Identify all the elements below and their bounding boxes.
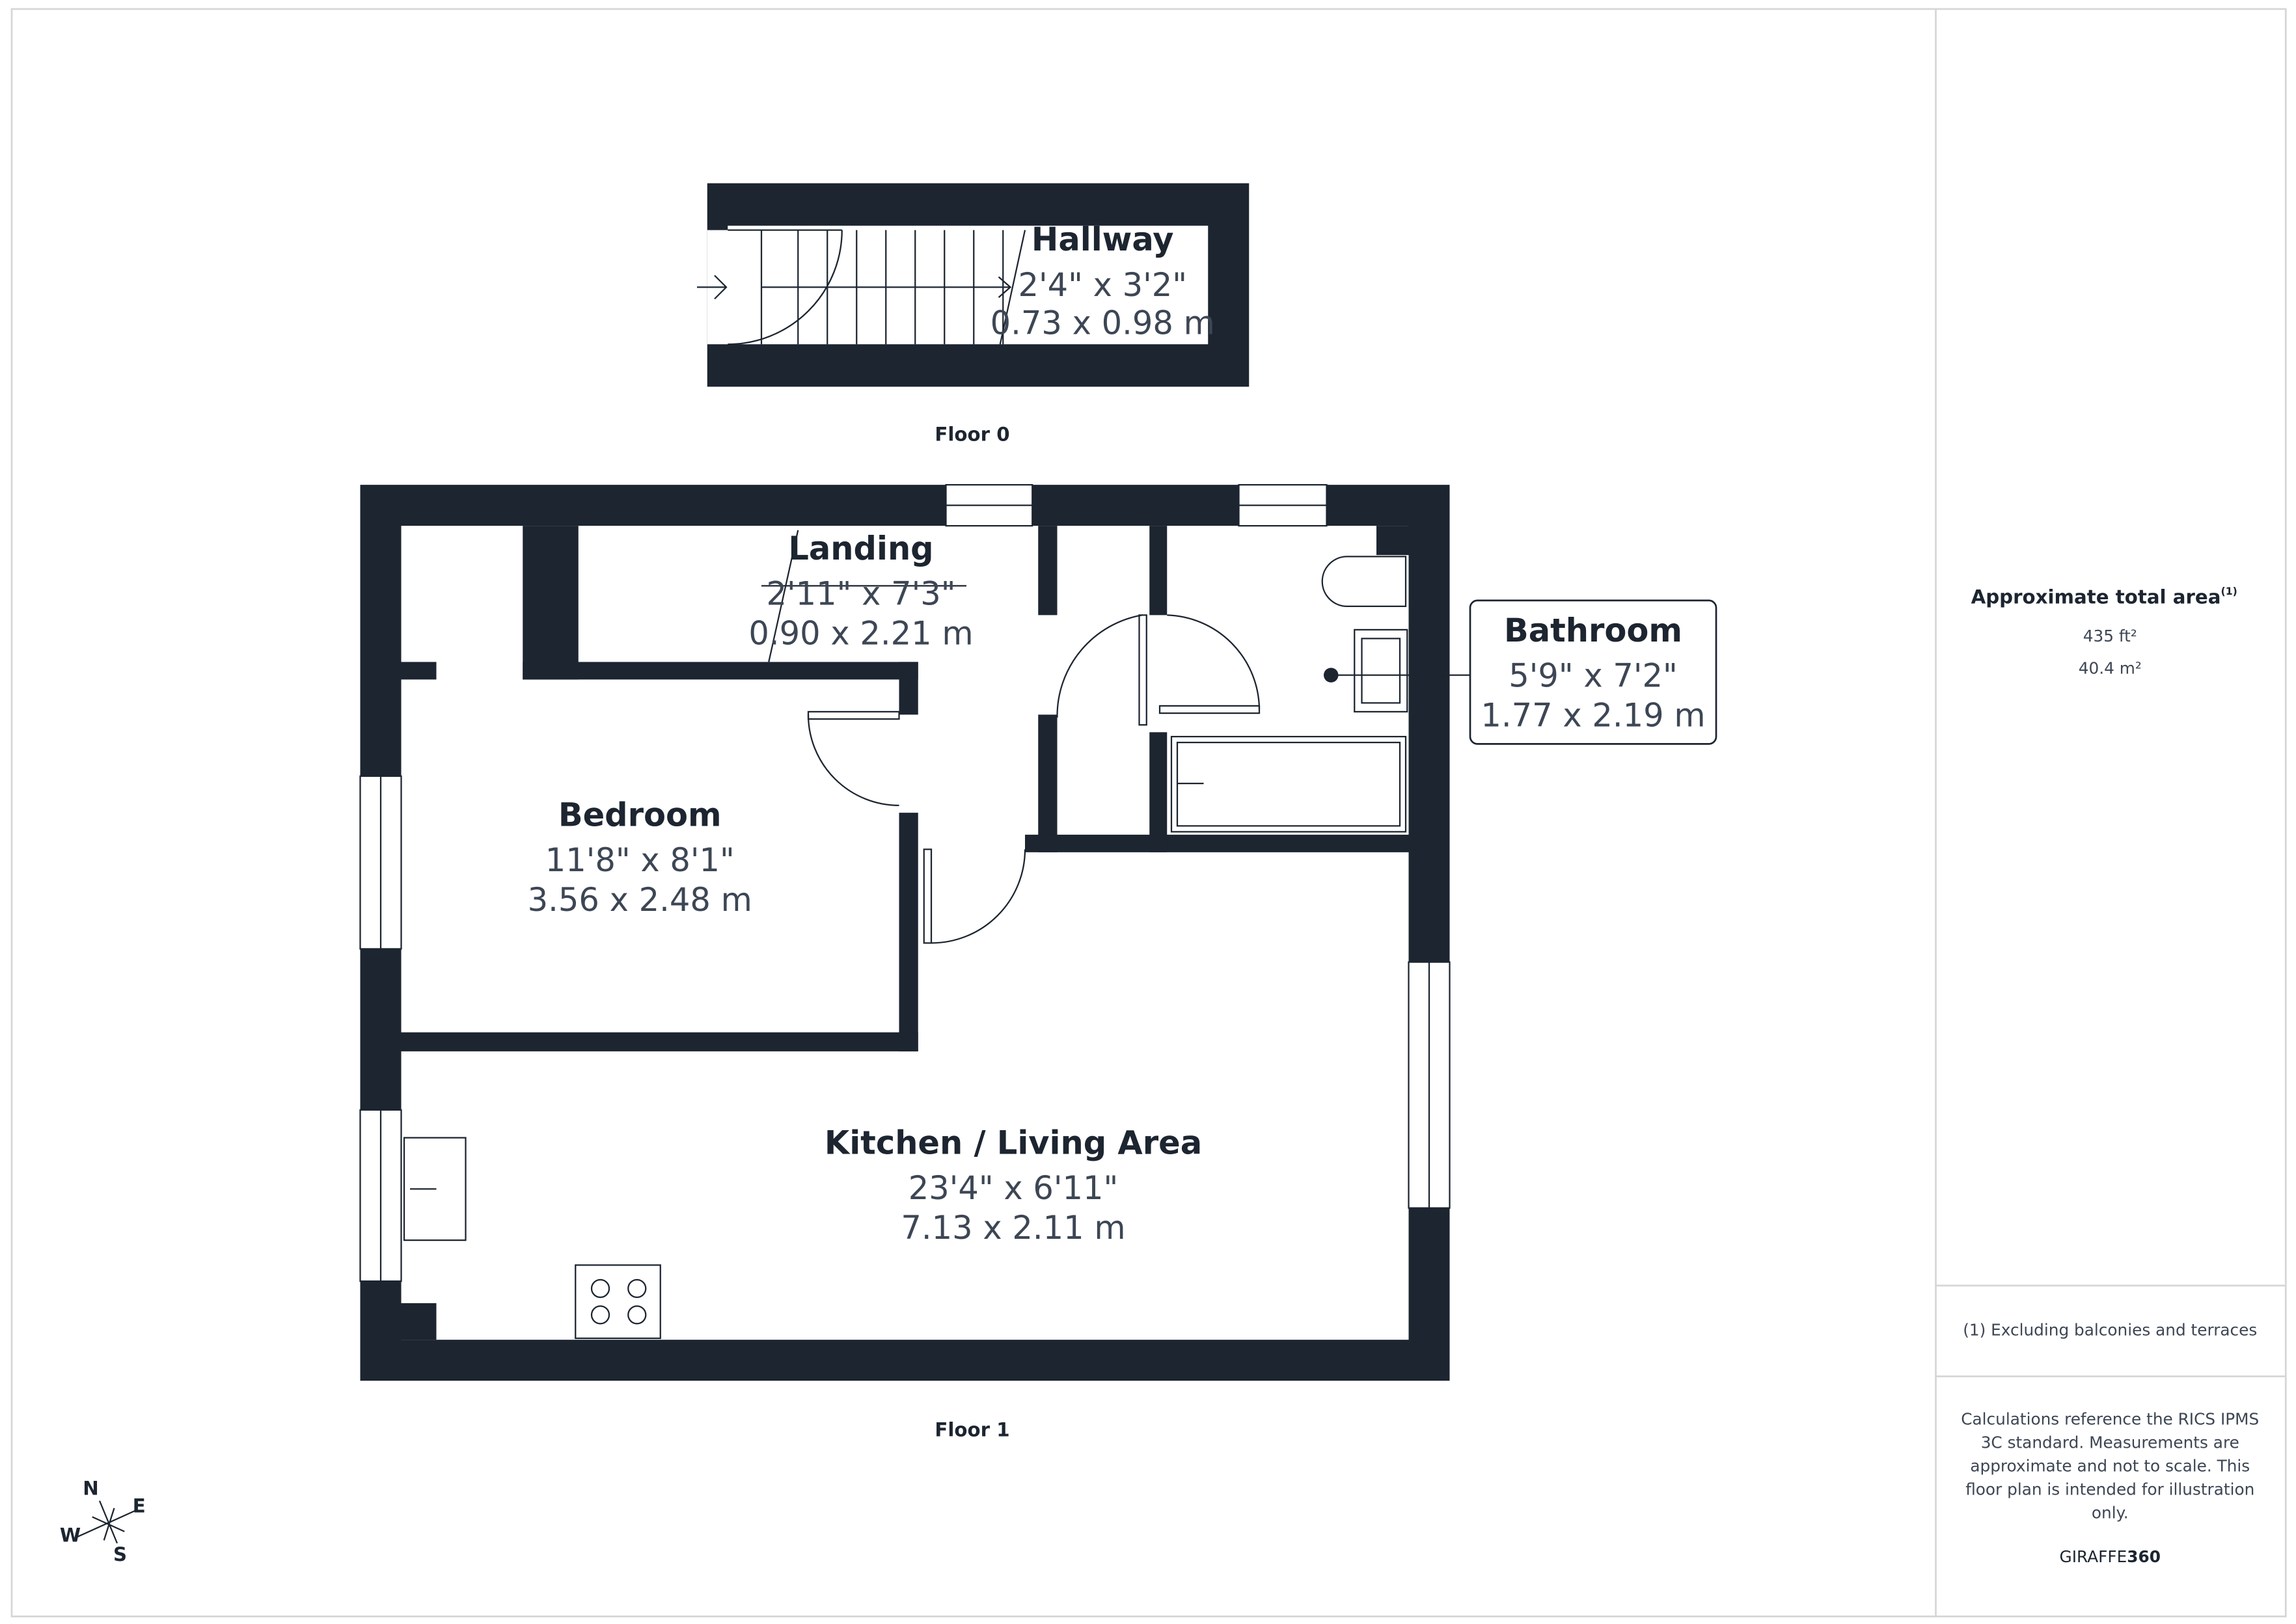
windows bbox=[359, 483, 1451, 1282]
compass-w: W bbox=[60, 1524, 81, 1547]
hob bbox=[575, 1264, 661, 1339]
floor-0: Hallway 2'4" x 3'2" 0.73 x 0.98 m Floor … bbox=[697, 183, 1250, 446]
fixtures bbox=[403, 556, 1408, 1339]
disclaimer-line: Calculations reference the RICS IPMS bbox=[1961, 1410, 2259, 1429]
room-dims-metric: 7.13 x 2.11 m bbox=[901, 1209, 1125, 1247]
disclaimer-line: 3C standard. Measurements are bbox=[1981, 1433, 2239, 1452]
room-dims-imperial: 2'4" x 3'2" bbox=[1018, 266, 1187, 304]
area-m: 40.4 m² bbox=[2079, 658, 2142, 677]
room-name: Kitchen / Living Area bbox=[825, 1124, 1202, 1161]
disclaimer-line: floor plan is intended for illustration bbox=[1965, 1480, 2254, 1499]
room-name: Hallway bbox=[1032, 221, 1174, 258]
floor-1: Landing 2'11" x 7'3" 0.90 x 2.21 m Bedro… bbox=[359, 483, 1717, 1441]
compass-e: E bbox=[133, 1495, 146, 1517]
room-dims-metric: 3.56 x 2.48 m bbox=[528, 881, 752, 919]
room-dims-metric: 0.90 x 2.21 m bbox=[748, 614, 973, 652]
area-summary: Approximate total area(1) 435 ft² 40.4 m… bbox=[1961, 585, 2259, 1566]
room-dims-imperial: 11'8" x 8'1" bbox=[545, 841, 735, 879]
toilet bbox=[1321, 556, 1407, 607]
entrance-door bbox=[728, 229, 843, 345]
room-name: Bathroom bbox=[1504, 612, 1682, 649]
page-frame bbox=[10, 8, 2287, 1617]
sink bbox=[1354, 629, 1408, 712]
compass-n: N bbox=[83, 1478, 98, 1500]
bathroom-callout bbox=[1469, 599, 1717, 745]
compass-s: S bbox=[113, 1543, 127, 1565]
stairs bbox=[761, 530, 966, 662]
room-dims-imperial: 5'9" x 7'2" bbox=[1509, 657, 1678, 695]
doors bbox=[807, 614, 1261, 944]
compass-icon: N E S W bbox=[60, 1478, 146, 1565]
floor-label: Floor 0 bbox=[935, 424, 1009, 446]
disclaimer-line: approximate and not to scale. This bbox=[1970, 1457, 2250, 1476]
summary-title: Approximate total area(1) bbox=[1971, 585, 2237, 608]
room-name: Bedroom bbox=[558, 796, 722, 833]
room-name: Landing bbox=[788, 530, 933, 567]
floor-label: Floor 1 bbox=[935, 1419, 1009, 1441]
area-ft: 435 ft² bbox=[2083, 627, 2137, 645]
kitchen-sink bbox=[403, 1137, 467, 1241]
room-dims-imperial: 23'4" x 6'11" bbox=[909, 1169, 1118, 1207]
room-dims-metric: 0.73 x 0.98 m bbox=[991, 304, 1215, 342]
footnote: (1) Excluding balconies and terraces bbox=[1963, 1320, 2257, 1339]
stairs bbox=[760, 230, 1026, 345]
room-dims-imperial: 2'11" x 7'3" bbox=[767, 575, 956, 613]
entrance-arrow-icon bbox=[697, 275, 728, 300]
disclaimer-line: only. bbox=[2092, 1504, 2129, 1522]
room-dims-metric: 1.77 x 2.19 m bbox=[1481, 696, 1705, 734]
brand-logo: GIRAFFE360 bbox=[2060, 1547, 2161, 1566]
bathtub bbox=[1170, 736, 1407, 833]
